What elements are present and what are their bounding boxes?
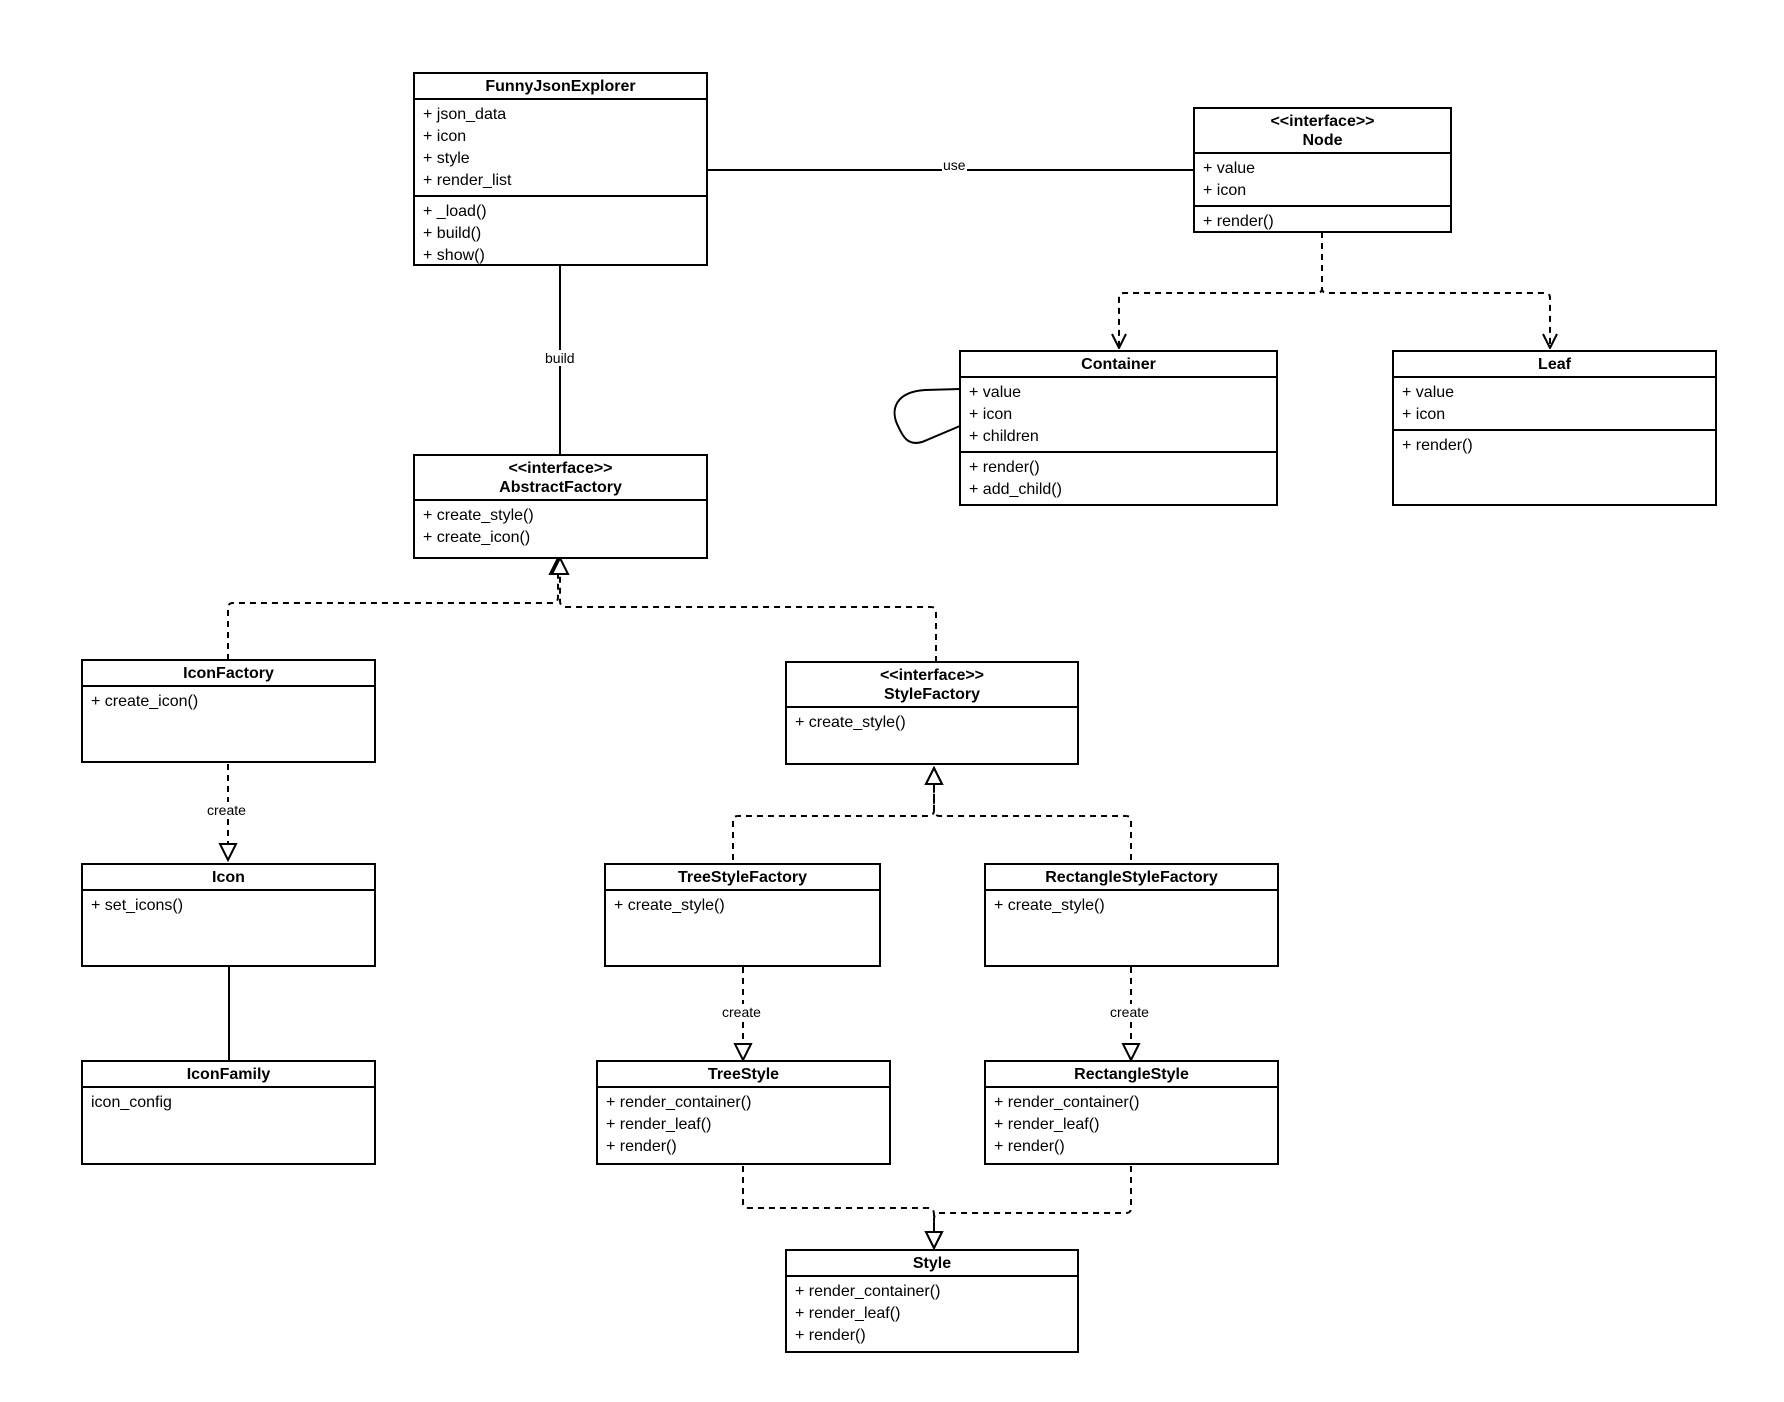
class-name: StyleFactory [883, 686, 981, 703]
attribute: + icon [423, 128, 467, 145]
dependency-line-node-leaf [1321, 232, 1550, 348]
method: + render() [1402, 437, 1473, 454]
class-container[interactable]: Container + value + icon + children + re… [959, 350, 1278, 506]
methods-section: + create_style() + create_icon() [415, 501, 706, 552]
attribute: + icon [1402, 406, 1446, 423]
method: + create_style() [614, 897, 725, 914]
attribute: + children [969, 428, 1039, 445]
class-leaf[interactable]: Leaf + value + icon + render() [1392, 350, 1717, 506]
relation-label-use: use [942, 157, 967, 173]
class-icon-family[interactable]: IconFamily icon_config [81, 1060, 376, 1165]
methods-section: + set_icons() [83, 891, 374, 920]
method: + show() [423, 247, 485, 264]
realization-line-treestylefactory [732, 768, 934, 860]
method: + render() [606, 1138, 677, 1155]
attributes-section: + value + icon [1195, 154, 1450, 205]
class-name: TreeStyle [598, 1062, 889, 1088]
attribute: + icon [969, 406, 1013, 423]
realization-line-iconfactory [227, 558, 558, 660]
attributes-section: + value + icon [1394, 378, 1715, 429]
method: + render_leaf() [994, 1116, 1100, 1133]
class-icon[interactable]: Icon + set_icons() [81, 863, 376, 967]
relation-label-create-icon: create [206, 802, 247, 818]
attribute: + render_list [423, 172, 512, 189]
method: + build() [423, 225, 482, 242]
attribute: + value [969, 384, 1022, 401]
methods-section: + create_style() [606, 891, 879, 920]
class-name: Icon [83, 865, 374, 891]
method: + set_icons() [91, 897, 184, 914]
method: + create_style() [795, 714, 906, 731]
methods-section: + render_container() + render_leaf() + r… [598, 1088, 889, 1161]
class-name: AbstractFactory [499, 479, 622, 496]
attributes-section: icon_config [83, 1088, 374, 1117]
attribute: + value [1203, 160, 1256, 177]
realization-line-rectanglestylefactory [934, 768, 1132, 860]
class-rectangle-style-factory[interactable]: RectangleStyleFactory + create_style() [984, 863, 1279, 967]
method: + render_leaf() [606, 1116, 712, 1133]
methods-section: + _load() + build() + show() [415, 195, 706, 270]
class-style[interactable]: Style + render_container() + render_leaf… [785, 1249, 1079, 1353]
class-funny-json-explorer[interactable]: FunnyJsonExplorer + json_data + icon + s… [413, 72, 708, 266]
realization-line-rectanglestyle [934, 1166, 1132, 1248]
class-name: RectangleStyle [986, 1062, 1277, 1088]
attribute: + json_data [423, 106, 507, 123]
methods-section: + render() [1394, 429, 1715, 460]
class-icon-factory[interactable]: IconFactory + create_icon() [81, 659, 376, 763]
method: + create_style() [423, 507, 534, 524]
class-rectangle-style[interactable]: RectangleStyle + render_container() + re… [984, 1060, 1279, 1165]
attribute: + value [1402, 384, 1455, 401]
class-name: IconFactory [83, 661, 374, 687]
relation-label-create-rectanglestyle: create [1109, 1004, 1150, 1020]
class-name: RectangleStyleFactory [986, 865, 1277, 891]
methods-section: + render() [1195, 205, 1450, 236]
attribute: + icon [1203, 182, 1247, 199]
realization-line-treestyle [742, 1166, 934, 1248]
method: + render_container() [606, 1094, 752, 1111]
stereotype: <<interface>> [879, 667, 985, 684]
method: + render_container() [994, 1094, 1140, 1111]
class-name: Node [1302, 132, 1343, 149]
class-tree-style-factory[interactable]: TreeStyleFactory + create_style() [604, 863, 881, 967]
method: + render() [994, 1138, 1065, 1155]
methods-section: + create_icon() [83, 687, 374, 716]
stereotype: <<interface>> [508, 460, 613, 477]
methods-section: + create_style() [787, 708, 1077, 737]
method: + create_icon() [423, 529, 531, 546]
method: + render() [795, 1327, 866, 1344]
class-node[interactable]: <<interface>> Node + value + icon + rend… [1193, 107, 1452, 233]
method: + add_child() [969, 481, 1062, 498]
class-tree-style[interactable]: TreeStyle + render_container() + render_… [596, 1060, 891, 1165]
class-style-factory[interactable]: <<interface>> StyleFactory + create_styl… [785, 661, 1079, 765]
class-name: Style [787, 1251, 1077, 1277]
relation-label-create-treestyle: create [721, 1004, 762, 1020]
method: + create_style() [994, 897, 1105, 914]
class-name: FunnyJsonExplorer [415, 74, 706, 100]
method: + create_icon() [91, 693, 199, 710]
method: + render_leaf() [795, 1305, 901, 1322]
dependency-line-node-container [1119, 232, 1323, 348]
method: + render() [969, 459, 1040, 476]
methods-section: + render() + add_child() [961, 451, 1276, 504]
stereotype: <<interface>> [1270, 113, 1375, 130]
attributes-section: + json_data + icon + style + render_list [415, 100, 706, 195]
methods-section: + render_container() + render_leaf() + r… [986, 1088, 1277, 1161]
attribute: icon_config [91, 1094, 172, 1111]
methods-section: + create_style() [986, 891, 1277, 920]
self-association-container [893, 388, 961, 444]
class-name: IconFamily [83, 1062, 374, 1088]
method: + render_container() [795, 1283, 941, 1300]
methods-section: + render_container() + render_leaf() + r… [787, 1277, 1077, 1350]
class-name: TreeStyleFactory [606, 865, 879, 891]
method: + _load() [423, 203, 487, 220]
method: + render() [1203, 213, 1274, 230]
relation-label-build: build [544, 350, 576, 366]
attributes-section: + value + icon + children [961, 378, 1276, 451]
class-abstract-factory[interactable]: <<interface>> AbstractFactory + create_s… [413, 454, 708, 559]
class-name: Leaf [1394, 352, 1715, 378]
realization-line-stylefactory [560, 558, 937, 662]
class-name: Container [961, 352, 1276, 378]
attribute: + style [423, 150, 470, 167]
